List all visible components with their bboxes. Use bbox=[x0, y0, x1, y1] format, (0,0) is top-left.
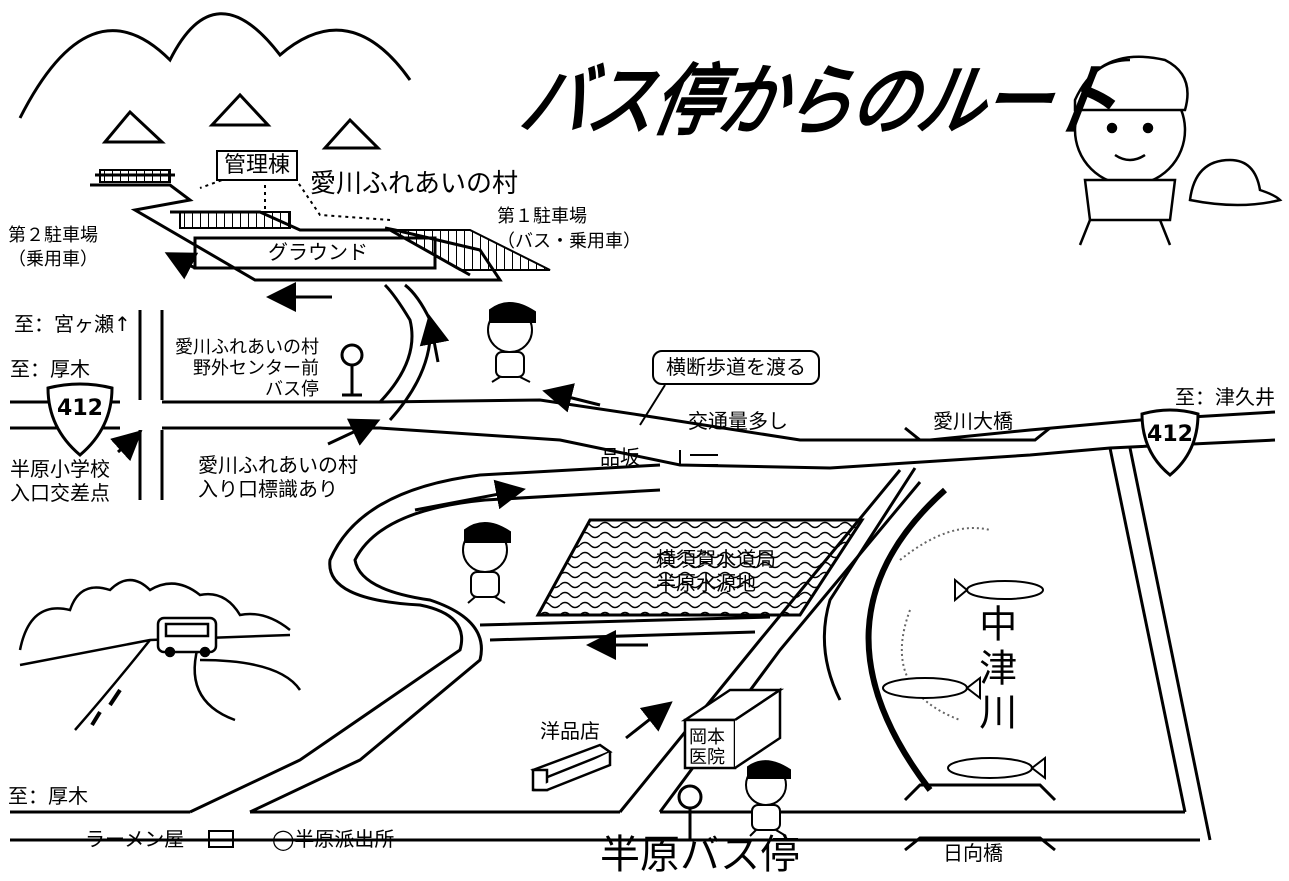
bridge-aikawa: 愛川大橋 bbox=[933, 409, 1013, 433]
office-label: 管理棟 bbox=[216, 150, 299, 182]
parking-2-hatch bbox=[99, 169, 171, 183]
main-bus-stop-label: 半原バス停 bbox=[600, 832, 800, 878]
parking-2-note: （乗用車） bbox=[8, 249, 98, 270]
river-bank-left bbox=[865, 487, 948, 792]
parking-1-hatch bbox=[386, 229, 551, 271]
clinic-line1: 岡本 bbox=[689, 727, 725, 748]
road-barrier bbox=[679, 450, 718, 466]
direction-atsugi-lower: 至：厚木 bbox=[8, 784, 88, 808]
entrance-sign-line2: 入り口標識あり bbox=[198, 477, 338, 501]
intersection-line2: 入口交差点 bbox=[10, 481, 110, 505]
route-412-number-right: 412 bbox=[1147, 422, 1193, 447]
route-412-number-left: 412 bbox=[57, 396, 103, 421]
buildings bbox=[530, 687, 785, 792]
direction-atsugi-upper: 至：厚木 bbox=[10, 357, 90, 381]
police-box-label: ◯半原派出所 bbox=[272, 827, 395, 851]
bus-stop-center-line1: 愛川ふれあいの村 bbox=[175, 337, 319, 358]
shinasaka-label: 品坂 bbox=[600, 445, 640, 469]
callout-pointer bbox=[639, 384, 666, 426]
river-stream-2 bbox=[900, 609, 961, 721]
bus-stop-center-line3: バス停 bbox=[265, 379, 319, 400]
village-name: 愛川ふれあいの村 bbox=[310, 169, 519, 199]
traffic-note: 交通量多し bbox=[688, 409, 788, 433]
parking-hatch-middle bbox=[179, 211, 291, 229]
bridge-hinata: 日向橋 bbox=[943, 841, 1003, 865]
mountains bbox=[18, 12, 412, 150]
route-412-shield-left bbox=[46, 382, 114, 457]
bus-stop-sign-main bbox=[677, 784, 703, 842]
ramen-shop-icon bbox=[208, 830, 234, 848]
parking-1-name: 第１駐車場 bbox=[497, 206, 587, 227]
landscape-illustration bbox=[18, 578, 302, 731]
bus-stop-center-line2: 野外センター前 bbox=[193, 358, 319, 379]
mascot-illustration bbox=[1073, 55, 1283, 246]
direction-tsukui: 至：津久井 bbox=[1175, 385, 1275, 409]
shop-western-goods: 洋品店 bbox=[540, 719, 600, 743]
entrance-sign-line1: 愛川ふれあいの村 bbox=[198, 453, 358, 477]
village-footpath bbox=[199, 177, 391, 221]
clinic-line2: 医院 bbox=[689, 747, 725, 768]
route-412-shield-right bbox=[1140, 408, 1200, 477]
crossing-callout: 横断歩道を渡る bbox=[652, 350, 820, 385]
reservoir-line2: 半原水源地 bbox=[656, 571, 756, 595]
route-arrows bbox=[110, 252, 673, 740]
parking-2-name: 第２駐車場 bbox=[8, 225, 98, 246]
page-title: バス停からのルート bbox=[514, 56, 1125, 148]
river-stream bbox=[899, 527, 991, 561]
intersection-line1: 半原小学校 bbox=[10, 457, 110, 481]
bridges bbox=[903, 426, 1057, 852]
bus-stop-sign-center bbox=[340, 343, 364, 397]
river-label: 中津川 bbox=[972, 604, 1017, 736]
ground-label: グラウンド bbox=[268, 240, 368, 264]
hiker-icons bbox=[462, 302, 791, 837]
fish-icons bbox=[882, 577, 1046, 781]
reservoir bbox=[535, 518, 865, 617]
ramen-shop-label: ラーメン屋 bbox=[85, 827, 185, 851]
direction-miyagase: 至：宮ヶ瀬↑ bbox=[14, 312, 131, 336]
parking-1-note: （バス・乗用車） bbox=[497, 231, 641, 252]
reservoir-line1: 横須賀水道局 bbox=[656, 547, 776, 571]
